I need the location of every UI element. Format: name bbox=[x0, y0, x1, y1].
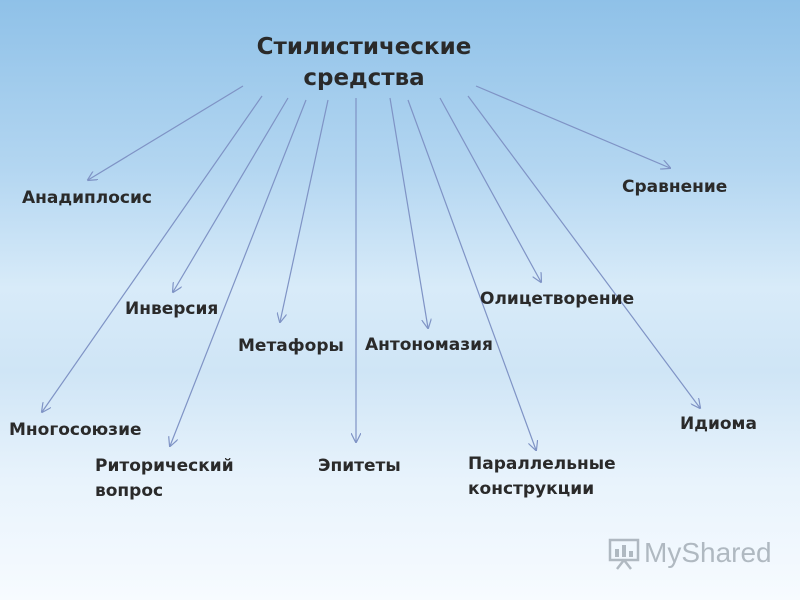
arrow-metaphors bbox=[280, 99, 329, 322]
arrow-anadiplosis bbox=[88, 85, 244, 180]
arrow-comparison bbox=[475, 85, 670, 168]
node-polysyndeton: Многосоюзие bbox=[9, 420, 142, 440]
node-comparison: Сравнение bbox=[622, 177, 728, 197]
watermark: MyShared bbox=[608, 536, 772, 570]
node-antonomasia: Антономазия bbox=[365, 335, 493, 355]
node-personification: Олицетворение bbox=[480, 289, 635, 309]
arrow-polysyndeton bbox=[42, 95, 263, 412]
arrow-personification bbox=[439, 97, 541, 282]
arrow-antonomasia bbox=[389, 97, 428, 328]
node-rhetorical-question: Риторический вопрос bbox=[95, 456, 234, 501]
node-idiom: Идиома bbox=[680, 414, 757, 434]
node-inversion: Инверсия bbox=[125, 299, 219, 319]
arrow-inversion bbox=[173, 97, 289, 292]
node-parallel-constructions: Параллельные конструкции bbox=[468, 454, 616, 499]
arrow-parallel-constructions bbox=[407, 99, 536, 450]
arrow-idiom bbox=[467, 95, 700, 408]
watermark-text: MyShared bbox=[644, 537, 772, 568]
arrow-rhetorical-question bbox=[170, 99, 307, 446]
node-metaphors: Метафоры bbox=[238, 336, 344, 356]
node-epithets: Эпитеты bbox=[318, 456, 401, 476]
presentation-board-icon bbox=[608, 538, 640, 570]
node-anadiplosis: Анадиплосис bbox=[22, 188, 152, 208]
diagram-title: Стилистические средства bbox=[256, 34, 472, 91]
